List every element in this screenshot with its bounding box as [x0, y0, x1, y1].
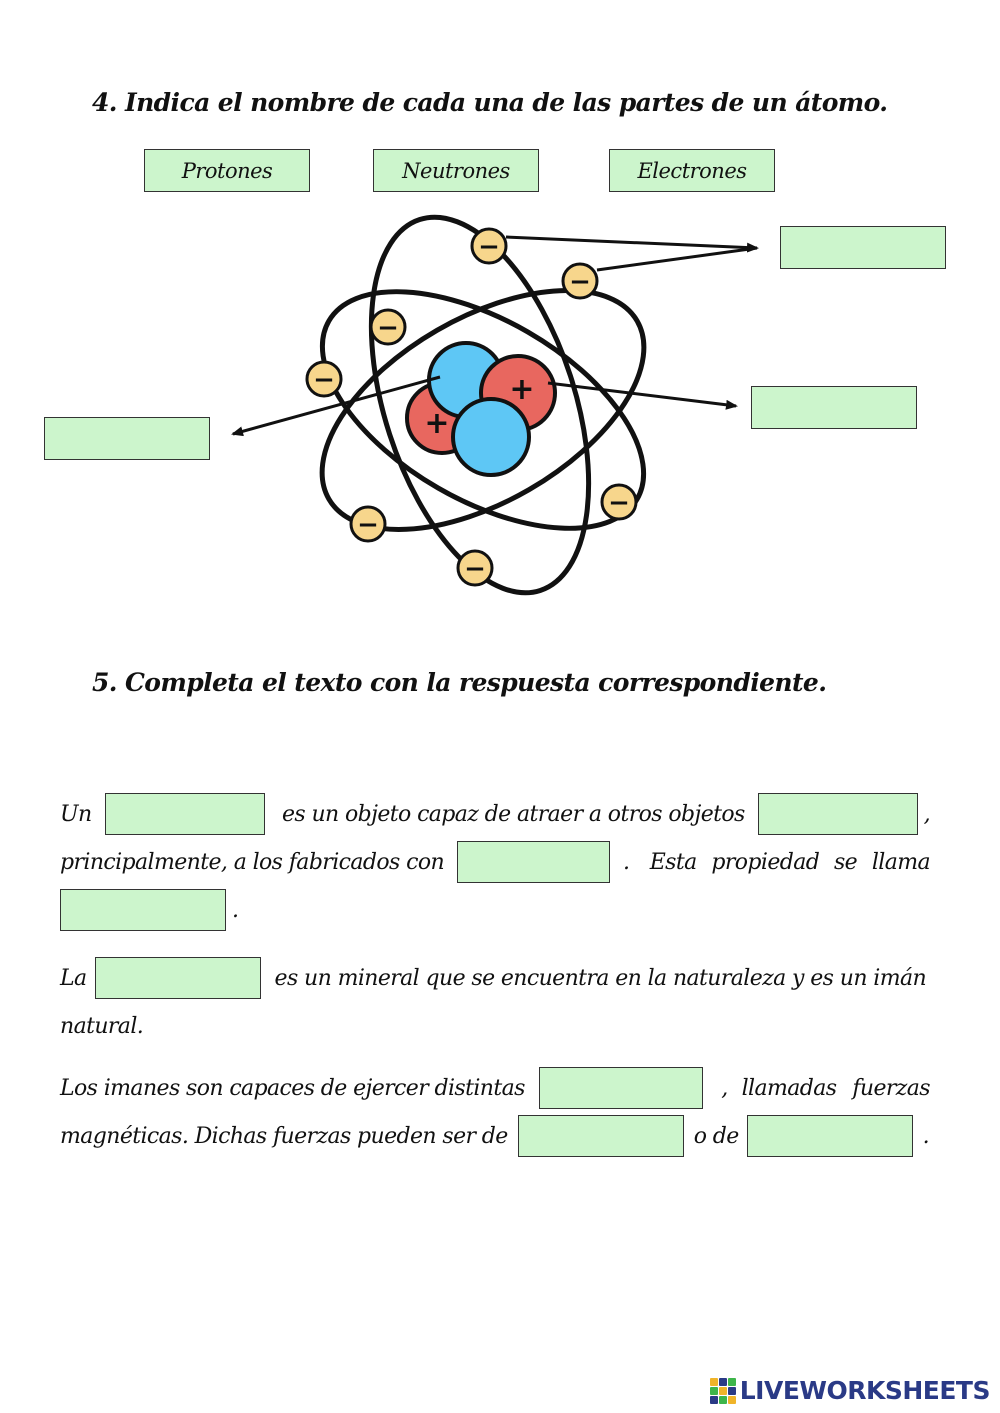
atom-diagram: + + − − − − − − − — [231, 214, 759, 596]
text: llamadas — [741, 1075, 837, 1101]
text: fuerzas — [852, 1075, 930, 1101]
word-electrones[interactable]: Electrones — [609, 149, 775, 192]
text: o de — [693, 1123, 740, 1149]
minus-sign: − — [608, 488, 630, 518]
text: propiedad — [711, 849, 820, 875]
arrow-electron — [596, 246, 758, 272]
orbit-1 — [368, 214, 592, 596]
text: se — [833, 849, 858, 875]
logo-icon — [709, 1377, 736, 1404]
logo-text: LIVEWORKSHEETS — [739, 1376, 991, 1405]
blank-material[interactable] — [456, 841, 611, 883]
minus-sign: − — [569, 267, 591, 297]
minus-sign: − — [377, 313, 399, 343]
minus-sign: − — [357, 510, 379, 540]
electron — [470, 227, 508, 265]
minus-sign: − — [313, 365, 335, 395]
text: Esta — [649, 849, 698, 875]
arrow-electron — [505, 235, 759, 253]
neutron-bottom — [451, 397, 531, 477]
plus-sign: + — [424, 406, 449, 441]
minus-sign: − — [478, 232, 500, 262]
paragraph-1: Un es un objeto capaz de atraer a otros … — [60, 790, 931, 934]
word-neutrones[interactable]: Neutrones — [373, 149, 539, 192]
orbit-3 — [319, 288, 647, 532]
text: Los imanes son capaces de ejercer distin… — [60, 1075, 525, 1101]
answer-box-neutron[interactable] — [44, 417, 210, 460]
arrow-proton — [547, 381, 738, 410]
paragraph-3: Los imanes son capaces de ejercer distin… — [60, 1064, 931, 1160]
text: , — [721, 1075, 728, 1101]
blank-objetos[interactable] — [758, 793, 918, 835]
electron — [305, 360, 343, 398]
text: principalmente, a los fabricados con — [60, 849, 445, 875]
electron — [369, 308, 407, 346]
text: es un mineral que se encuentra en la nat… — [274, 965, 927, 991]
text: magnéticas. Dichas fuerzas pueden ser de — [60, 1123, 508, 1149]
text: es un objeto capaz de atraer a otros obj… — [281, 801, 745, 827]
question-4-title: 4. Indica el nombre de cada una de las p… — [92, 88, 888, 117]
text: La — [60, 965, 87, 991]
text: , — [923, 801, 931, 827]
text: . — [232, 897, 239, 923]
answer-box-electron[interactable] — [780, 226, 946, 269]
liveworksheets-logo: LIVEWORKSHEETS — [709, 1376, 991, 1405]
electron — [349, 505, 387, 543]
word-protones[interactable]: Protones — [144, 149, 310, 192]
electron — [561, 262, 599, 300]
blank-mineral[interactable] — [94, 957, 261, 999]
question-5-title: 5. Completa el texto con la respuesta co… — [92, 668, 827, 697]
text: . — [623, 849, 630, 875]
arrow-neutron — [231, 375, 441, 437]
blank-iman[interactable] — [104, 793, 265, 835]
electron — [456, 549, 494, 587]
blank-repulsion[interactable] — [746, 1115, 913, 1157]
plus-sign: + — [509, 372, 534, 407]
blank-atraccion[interactable] — [517, 1115, 684, 1157]
electron — [600, 483, 638, 521]
text: Un — [60, 801, 92, 827]
paragraph-2: La es un mineral que se encuentra en la … — [60, 954, 930, 1050]
blank-fuerzas[interactable] — [538, 1067, 704, 1109]
text: llama — [871, 849, 931, 875]
text: . — [922, 1123, 930, 1149]
text: natural. — [60, 1013, 144, 1039]
minus-sign: − — [464, 554, 486, 584]
answer-box-proton[interactable] — [751, 386, 917, 429]
blank-propiedad[interactable] — [60, 889, 226, 931]
